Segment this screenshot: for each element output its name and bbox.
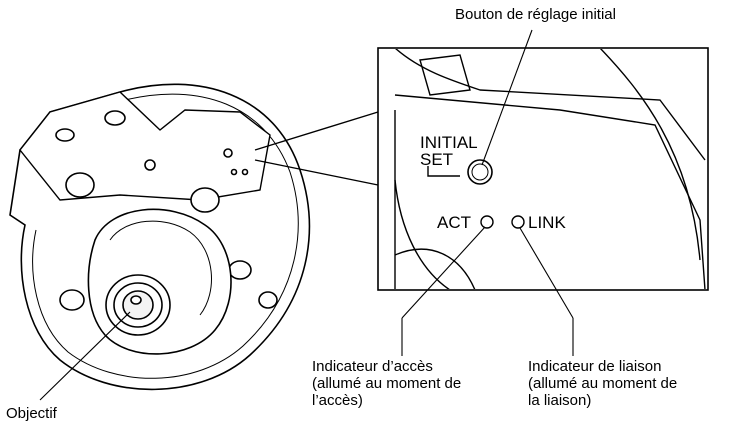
callout-access-line-3: l’accès) bbox=[312, 392, 363, 409]
panel-link-text: LINK bbox=[528, 213, 566, 232]
act-led bbox=[480, 215, 494, 229]
panel-act-text: ACT bbox=[437, 213, 471, 232]
link-led bbox=[511, 215, 525, 229]
callout-initial-button: Bouton de réglage initial bbox=[455, 6, 616, 23]
callout-link-line-2: (allumé au moment de bbox=[528, 375, 678, 392]
panel-initial-text: INITIAL bbox=[420, 133, 478, 152]
zoom-lines bbox=[254, 111, 379, 186]
callout-access-indicator: Indicateur d’accès (allumé au moment de … bbox=[312, 358, 461, 409]
panel-set-text: SET bbox=[420, 150, 453, 169]
callout-link-line-3: la liaison) bbox=[528, 392, 592, 409]
callout-link-line-1: Indicateur de liaison bbox=[528, 358, 662, 375]
zoom-panel: INITIAL SET ACT LINK bbox=[377, 47, 709, 291]
callout-access-line-1: Indicateur d’accès bbox=[312, 358, 433, 375]
leader-lines bbox=[39, 29, 574, 401]
camera-body bbox=[9, 83, 311, 391]
callout-link-indicator: Indicateur de liaison (allumé au moment … bbox=[528, 358, 677, 409]
callout-access-line-2: (allumé au moment de bbox=[312, 375, 462, 392]
callout-lens: Objectif bbox=[6, 405, 57, 422]
